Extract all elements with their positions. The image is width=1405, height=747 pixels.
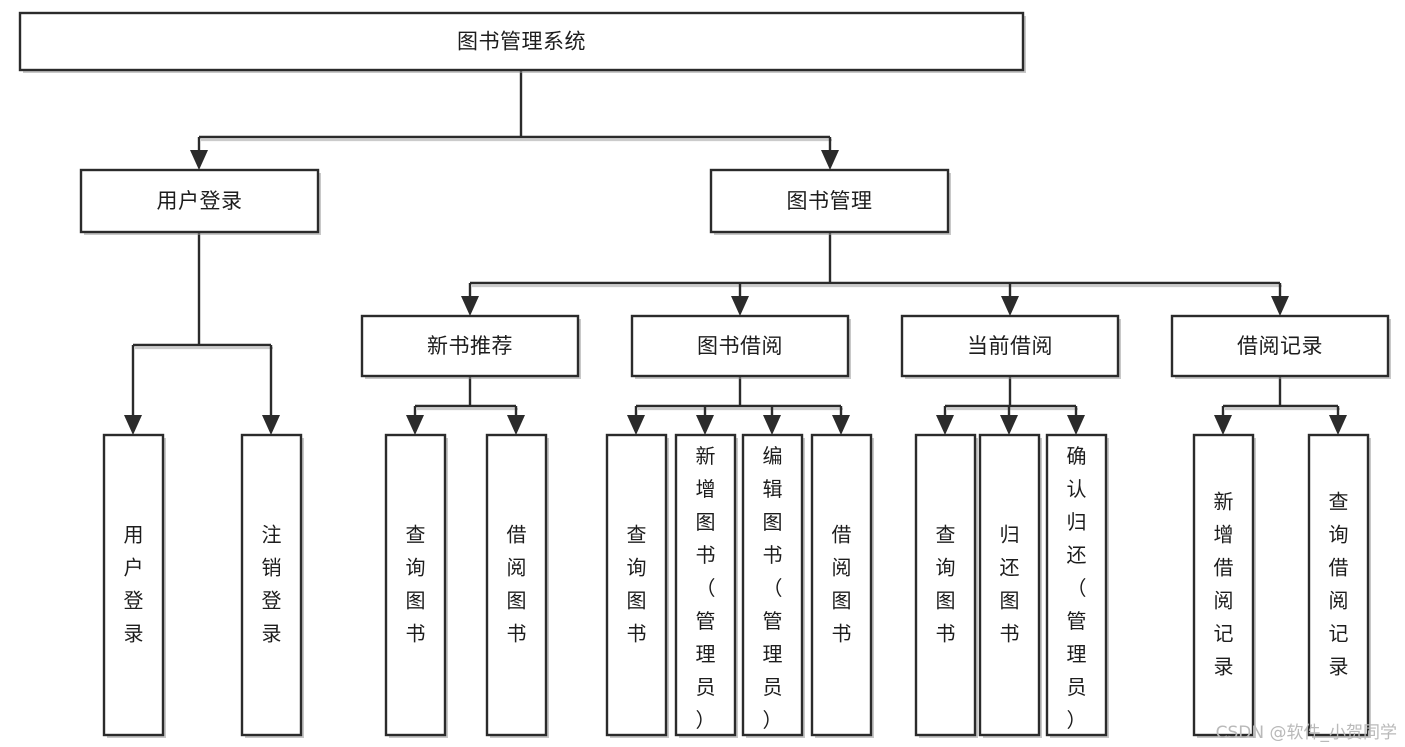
node-label: 当前借阅 <box>967 334 1053 358</box>
node-label: 用户登录 <box>157 189 243 213</box>
node-current-borrow[interactable]: 当前借阅 <box>900 314 1121 379</box>
node-leaf-return-book[interactable]: 归还图书 <box>978 433 1042 738</box>
node-label: 查询图书 <box>936 522 956 645</box>
node-book-manage[interactable]: 图书管理 <box>709 168 951 235</box>
watermark-label: CSDN @软件_小贺同学 <box>1215 723 1397 743</box>
node-label: 查询图书 <box>406 522 426 645</box>
node-new-book-rec[interactable]: 新书推荐 <box>360 314 581 379</box>
connector-group-new-book-rec-to-leaves <box>406 376 525 435</box>
node-box[interactable] <box>384 433 447 737</box>
node-label: 图书借阅 <box>697 334 783 358</box>
node-leaf-confirm-return[interactable]: 确认归还（管理员） <box>1045 433 1109 738</box>
node-leaf-query-record[interactable]: 查询借阅记录 <box>1307 433 1371 738</box>
node-box[interactable] <box>709 168 950 234</box>
node-leaf-edit-book[interactable]: 编辑图书（管理员） <box>741 433 805 738</box>
node-box[interactable] <box>102 433 165 737</box>
node-leaf-query-book-rec[interactable]: 查询图书 <box>384 433 448 738</box>
node-label: 图书管理 <box>787 189 873 213</box>
node-box[interactable] <box>630 314 850 378</box>
node-leaf-query-book-cb[interactable]: 查询图书 <box>914 433 978 738</box>
node-box[interactable] <box>900 314 1120 378</box>
node-leaf-logout[interactable]: 注销登录 <box>240 433 304 738</box>
node-box[interactable] <box>485 433 548 737</box>
connector-group-current-borrow-to-leaves <box>936 376 1085 435</box>
node-label: 编辑图书（管理员） <box>763 444 783 732</box>
node-label: 新书推荐 <box>427 334 513 358</box>
node-leaf-user-login[interactable]: 用户登录 <box>102 433 166 738</box>
node-box[interactable] <box>1170 314 1390 378</box>
connector-group-level2-to-level3 <box>461 232 1289 316</box>
connector-layer <box>124 70 1347 435</box>
connector-group-root-to-level2 <box>190 70 839 170</box>
node-label: 借阅图书 <box>832 522 852 645</box>
node-label: 查询借阅记录 <box>1329 489 1349 678</box>
node-box[interactable] <box>1045 433 1108 737</box>
node-box[interactable] <box>810 433 873 737</box>
node-book-borrow[interactable]: 图书借阅 <box>630 314 851 379</box>
node-label: 借阅记录 <box>1237 334 1323 358</box>
node-box[interactable] <box>914 433 977 737</box>
node-box[interactable] <box>79 168 320 234</box>
node-box[interactable] <box>741 433 804 737</box>
node-box[interactable] <box>1307 433 1370 737</box>
node-borrow-record[interactable]: 借阅记录 <box>1170 314 1391 379</box>
node-label: 图书管理系统 <box>457 30 586 54</box>
node-root[interactable]: 图书管理系统 <box>18 11 1026 73</box>
node-label: 新增借阅记录 <box>1214 489 1234 678</box>
node-leaf-borrow-book-bb[interactable]: 借阅图书 <box>810 433 874 738</box>
node-layer: 图书管理系统用户登录图书管理新书推荐图书借阅当前借阅借阅记录用户登录注销登录查询… <box>18 11 1391 738</box>
node-box[interactable] <box>978 433 1041 737</box>
node-box[interactable] <box>674 433 737 737</box>
node-label: 确认归还（管理员） <box>1067 444 1087 732</box>
connector-group-user-login-to-leaves <box>124 232 280 435</box>
node-label: 归还图书 <box>1000 522 1020 645</box>
node-box[interactable] <box>605 433 668 737</box>
node-leaf-query-book-bb[interactable]: 查询图书 <box>605 433 669 738</box>
node-label: 注销登录 <box>262 522 282 645</box>
node-label: 借阅图书 <box>507 522 527 645</box>
node-leaf-borrow-book-rec[interactable]: 借阅图书 <box>485 433 549 738</box>
node-user-login[interactable]: 用户登录 <box>79 168 321 235</box>
connector-group-book-borrow-to-leaves <box>627 376 850 435</box>
node-box[interactable] <box>1192 433 1255 737</box>
node-label: 新增图书（管理员） <box>696 444 716 732</box>
connector-group-borrow-record-to-leaves <box>1214 376 1347 435</box>
node-box[interactable] <box>360 314 580 378</box>
node-box[interactable] <box>240 433 303 737</box>
node-label: 用户登录 <box>124 522 144 645</box>
node-label: 查询图书 <box>627 522 647 645</box>
node-leaf-add-record[interactable]: 新增借阅记录 <box>1192 433 1256 738</box>
node-box[interactable] <box>18 11 1025 72</box>
node-leaf-add-book[interactable]: 新增图书（管理员） <box>674 433 738 738</box>
